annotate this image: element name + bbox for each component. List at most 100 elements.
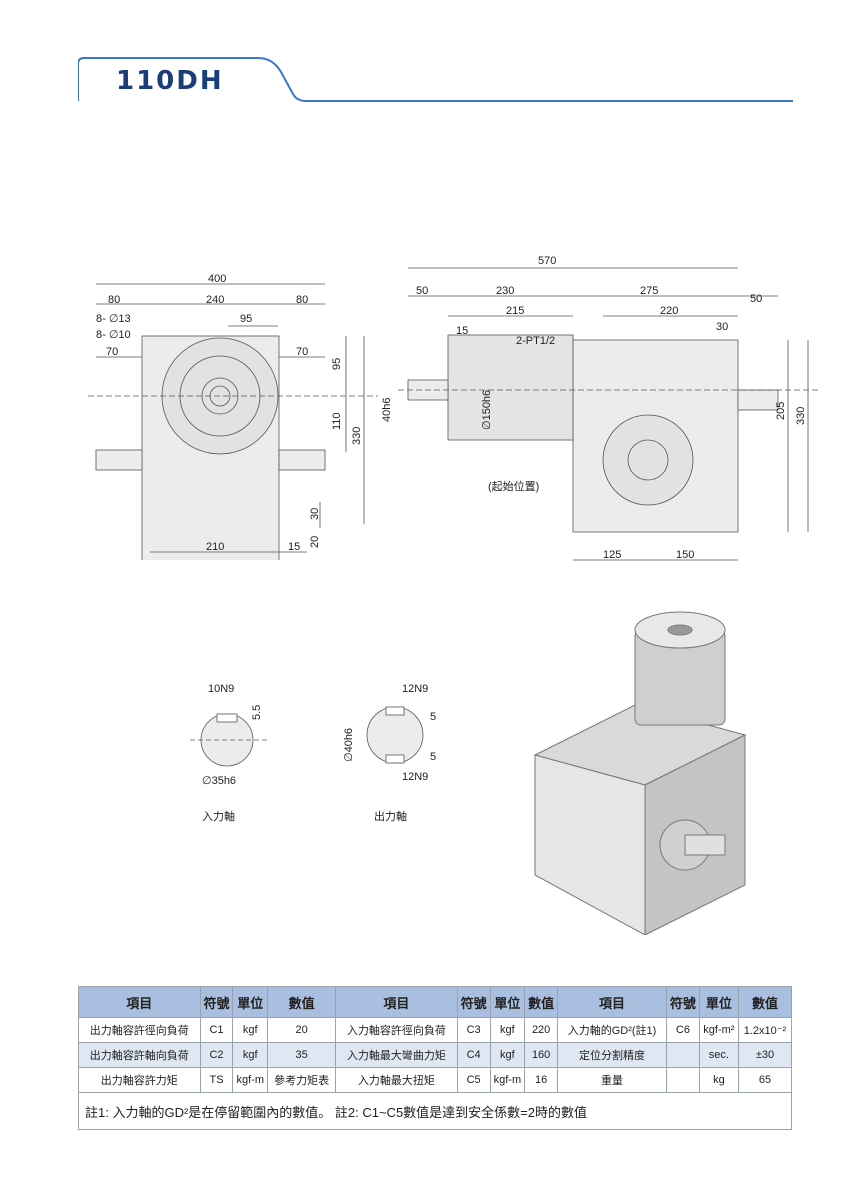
- side-view-drawing: 570 50 230 275 50 215 220 15 30 205 330 …: [381, 255, 818, 561]
- dim-20: 20: [309, 536, 321, 548]
- table-row: 出力軸容許力矩 TS kgf-m 參考力矩表 入力軸最大扭矩 C5 kgf-m …: [78, 1067, 793, 1093]
- hole-spec-10: 8- ∅10: [96, 329, 131, 341]
- product-illustration: [533, 611, 747, 935]
- dim-50-right: 50: [750, 293, 762, 305]
- table-cell: 定位分割精度: [557, 1042, 667, 1068]
- dim-15: 15: [288, 541, 300, 553]
- dim-70-right: 70: [296, 346, 308, 358]
- dim-125: 125: [603, 549, 621, 561]
- table-row: 出力軸容許軸向負荷 C2 kgf 35 入力軸最大彎曲力矩 C4 kgf 160…: [78, 1042, 793, 1068]
- table-cell: 160: [524, 1042, 559, 1068]
- housing-dia-label: ∅150h6: [481, 390, 493, 430]
- table-cell: ±30: [737, 1042, 793, 1068]
- table-cell: 1.2x10⁻²: [737, 1017, 793, 1043]
- dim-30: 30: [309, 508, 321, 520]
- table-cell: C6: [665, 1017, 700, 1043]
- dim-330: 330: [351, 427, 363, 445]
- dim-80-right: 80: [296, 294, 308, 306]
- dim-150: 150: [676, 549, 694, 561]
- table-cell: C2: [199, 1042, 234, 1068]
- table-header: 符號: [456, 986, 491, 1018]
- table-header: 單位: [232, 986, 269, 1018]
- start-position-label: (起始位置): [488, 479, 539, 493]
- dim-205: 205: [775, 402, 787, 420]
- table-cell: 入力軸的GD²(註1): [557, 1017, 667, 1043]
- page-header: 110DH: [77, 54, 793, 104]
- dim-95-side: 95: [331, 358, 343, 370]
- table-header: 單位: [698, 986, 739, 1018]
- table-cell: kgf: [232, 1042, 269, 1068]
- output-shaft-caption: 出力軸: [374, 811, 407, 823]
- table-row: 出力軸容許徑向負荷 C1 kgf 20 入力軸容許徑向負荷 C3 kgf 220…: [78, 1017, 793, 1043]
- input-dia-label: ∅35h6: [202, 775, 236, 787]
- table-header: 項目: [78, 986, 201, 1018]
- table-cell: kgf-m: [232, 1067, 269, 1093]
- table-cell: [665, 1067, 700, 1093]
- output-depth-top: 5: [430, 711, 436, 723]
- input-dia-label: 40h6: [381, 398, 393, 422]
- dim-70-left: 70: [106, 346, 118, 358]
- table-cell: 入力軸最大扭矩: [335, 1067, 458, 1093]
- dim-50-left: 50: [416, 285, 428, 297]
- specs-table: 項目 符號 單位 數值 項目 符號 單位 數值 項目 符號 單位 數值 出力軸容…: [78, 986, 793, 1130]
- table-cell: 入力軸最大彎曲力矩: [335, 1042, 458, 1068]
- dim-570: 570: [538, 255, 556, 267]
- table-cell: 16: [524, 1067, 559, 1093]
- dim-95-top: 95: [240, 313, 252, 325]
- dim-30: 30: [716, 321, 728, 333]
- table-header: 項目: [335, 986, 458, 1018]
- table-cell: 出力軸容許徑向負荷: [78, 1017, 201, 1043]
- table-cell: C1: [199, 1017, 234, 1043]
- table-cell: 入力軸容許徑向負荷: [335, 1017, 458, 1043]
- table-cell: kgf-m: [489, 1067, 526, 1093]
- dim-275: 275: [640, 285, 658, 297]
- input-depth-label: 5.5: [251, 705, 263, 720]
- port-label: 2-PT1/2: [516, 335, 555, 347]
- table-cell: kgf: [489, 1017, 526, 1043]
- dim-80-left: 80: [108, 294, 120, 306]
- table-cell: 20: [267, 1017, 337, 1043]
- table-cell: 220: [524, 1017, 559, 1043]
- dim-220: 220: [660, 305, 678, 317]
- table-cell: kgf-m²: [698, 1017, 739, 1043]
- table-header: 數值: [267, 986, 337, 1018]
- table-cell: kgf: [232, 1017, 269, 1043]
- table-header: 項目: [557, 986, 667, 1018]
- table-cell: [665, 1042, 700, 1068]
- output-key-top: 12N9: [402, 683, 428, 695]
- front-view-drawing: 400 80 240 80 95 70 70 95 110 330 210 15…: [88, 273, 378, 560]
- dim-215: 215: [506, 305, 524, 317]
- output-key-bottom: 12N9: [402, 771, 428, 783]
- dim-210: 210: [206, 541, 224, 553]
- table-cell: kg: [698, 1067, 739, 1093]
- table-header: 單位: [489, 986, 526, 1018]
- table-header: 符號: [199, 986, 234, 1018]
- hole-spec-13: 8- ∅13: [96, 313, 131, 325]
- header-tab-shape: [77, 57, 793, 102]
- table-cell: TS: [199, 1067, 234, 1093]
- table-cell: 65: [737, 1067, 793, 1093]
- table-cell: 出力軸容許力矩: [78, 1067, 201, 1093]
- table-cell: 出力軸容許軸向負荷: [78, 1042, 201, 1068]
- table-header: 數值: [737, 986, 793, 1018]
- table-cell: kgf: [489, 1042, 526, 1068]
- table-cell: C4: [456, 1042, 491, 1068]
- output-shaft-drawing: 12N9 12N9 5 5 ∅40h6: [343, 683, 436, 783]
- dim-110: 110: [331, 412, 343, 430]
- input-shaft-drawing: 10N9 5.5 ∅35h6: [190, 683, 270, 787]
- page-title: 110DH: [116, 66, 224, 96]
- output-depth-bottom: 5: [430, 751, 436, 763]
- dim-330: 330: [795, 407, 807, 425]
- dim-15: 15: [456, 325, 468, 337]
- table-cell: 重量: [557, 1067, 667, 1093]
- notes-row: 註1: 入力軸的GD²是在停留範圍內的數值。 註2: C1~C5數值是達到安全係…: [78, 1092, 792, 1130]
- specs-header-row: 項目 符號 單位 數值 項目 符號 單位 數值 項目 符號 單位 數值: [78, 986, 793, 1018]
- table-cell: C5: [456, 1067, 491, 1093]
- table-header: 符號: [665, 986, 700, 1018]
- dim-240: 240: [206, 294, 224, 306]
- table-cell: 35: [267, 1042, 337, 1068]
- input-shaft-caption: 入力軸: [202, 811, 235, 823]
- notes-cell: 註1: 入力軸的GD²是在停留範圍內的數值。 註2: C1~C5數值是達到安全係…: [78, 1092, 792, 1130]
- table-header: 數值: [524, 986, 559, 1018]
- output-dia-label: ∅40h6: [343, 728, 355, 762]
